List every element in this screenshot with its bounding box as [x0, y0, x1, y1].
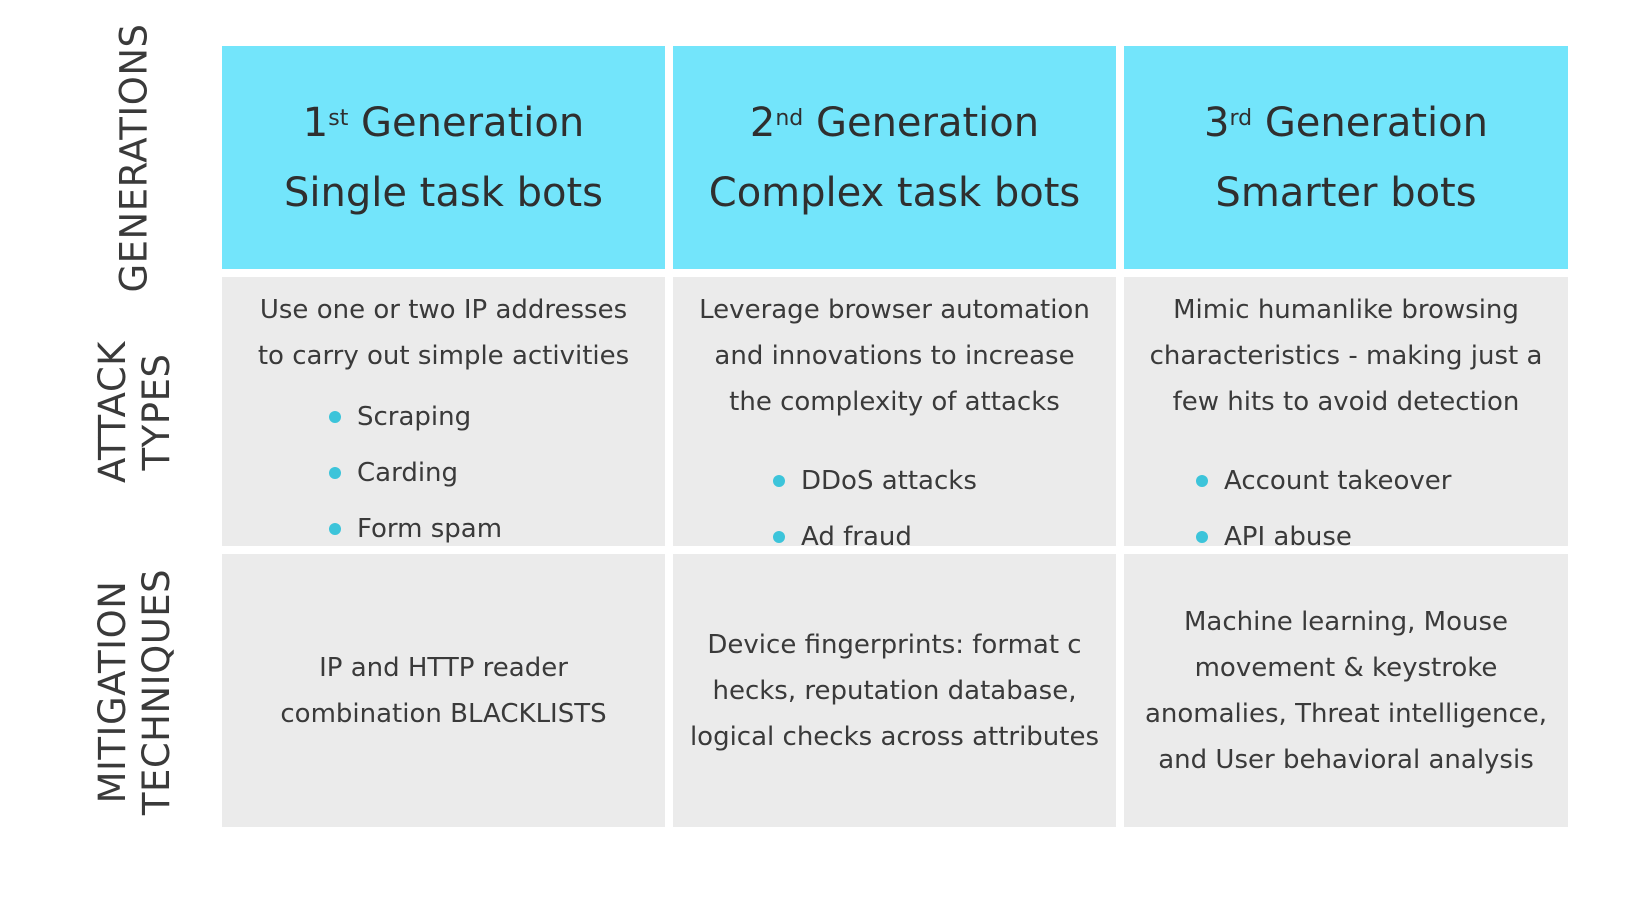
attack-cell-gen-2: Leverage browser automation and innovati… — [673, 277, 1116, 552]
row-label-text: ATTACK — [90, 340, 134, 483]
row-label-text: TECHNIQUES — [135, 568, 179, 815]
attack-description: Leverage browser automation and innovati… — [699, 295, 1090, 417]
mitigation-text: IP and HTTP reader combination BLACKLIST… — [280, 652, 607, 729]
header-cell-gen-1: 1st Generation Single task bots — [222, 46, 665, 269]
row-label-attack-types: ATTACK TYPES — [60, 277, 210, 546]
mitigation-text: Device fingerprints: format c hecks, rep… — [689, 629, 1100, 752]
bot-generations-table: 1st Generation Single task bots 2nd Gene… — [222, 46, 1568, 828]
mitigation-text: Machine learning, Mouse movement & keyst… — [1144, 606, 1548, 775]
generation-title: 3rd Generation — [1204, 99, 1488, 146]
list-item: Ad fraud — [773, 509, 977, 565]
row-label-mitigation-techniques: MITIGATION TECHNIQUES — [60, 555, 210, 828]
header-cell-gen-3: 3rd Generation Smarter bots — [1124, 46, 1568, 269]
row-label-generations: GENERATIONS — [60, 23, 210, 292]
attack-cell-gen-1: Use one or two IP addresses to carry out… — [222, 277, 665, 546]
list-item: Carding — [329, 445, 502, 501]
attack-description: Mimic humanlike browsing characteristics… — [1149, 295, 1543, 417]
generation-title: 2nd Generation — [749, 99, 1040, 146]
mitigation-cell-gen-3: Machine learning, Mouse movement & keyst… — [1124, 554, 1568, 827]
list-item: Account takeover — [1196, 453, 1451, 509]
bot-type-label: Smarter bots — [1215, 169, 1477, 216]
mitigation-cell-gen-2: Device fingerprints: format c hecks, rep… — [673, 554, 1116, 827]
list-item: API abuse — [1196, 509, 1451, 565]
list-item: Form spam — [329, 501, 502, 557]
mitigation-cell-gen-1: IP and HTTP reader combination BLACKLIST… — [222, 554, 665, 827]
attack-description: Use one or two IP addresses to carry out… — [257, 295, 630, 371]
attack-examples-list: Scraping Carding Form spam — [329, 389, 502, 557]
bot-type-label: Complex task bots — [708, 169, 1081, 216]
attack-cell-gen-3: Mimic humanlike browsing characteristics… — [1124, 277, 1568, 552]
header-cell-gen-2: 2nd Generation Complex task bots — [673, 46, 1116, 269]
list-item: DDoS attacks — [773, 453, 977, 509]
row-label-text: GENERATIONS — [113, 22, 156, 293]
row-label-text: TYPES — [134, 353, 178, 470]
generation-title: 1st Generation — [302, 99, 585, 146]
list-item: Scraping — [329, 389, 502, 445]
row-label-text: MITIGATION — [91, 580, 135, 803]
attack-examples-list: Account takeover API abuse — [1196, 453, 1451, 565]
attack-examples-list: DDoS attacks Ad fraud — [773, 453, 977, 565]
bot-type-label: Single task bots — [284, 169, 603, 216]
